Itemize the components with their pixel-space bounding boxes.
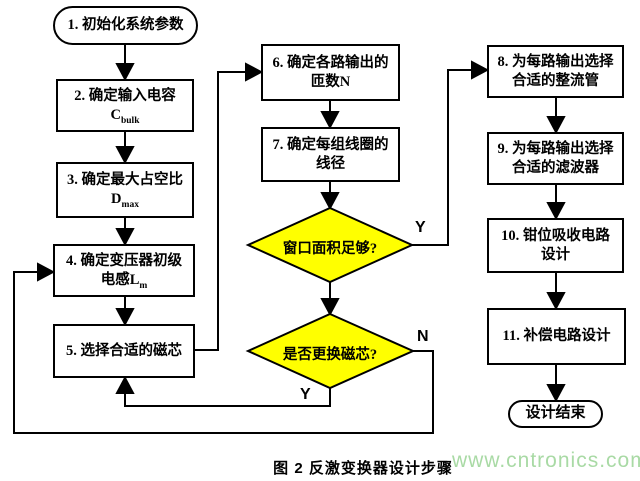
start-label: 1. 初始化系统参数 xyxy=(67,17,184,34)
step6-line1: 6. 确定各路输出的 xyxy=(272,54,389,71)
edge-step9-to-step10 xyxy=(546,185,566,221)
edge-decision2-yes-to-step5 xyxy=(115,375,331,407)
edge-step3-to-step4 xyxy=(115,218,135,247)
step8-line1: 8. 为每路输出选择 xyxy=(497,53,614,70)
decision1-yes-label: Y xyxy=(415,219,426,236)
step9-line1: 9. 为每路输出选择 xyxy=(497,140,614,157)
step10-line2: 设计 xyxy=(541,246,570,263)
step3-line2: Dmax xyxy=(111,191,139,210)
edge-step5-to-step6 xyxy=(195,62,264,351)
step6-box: 6. 确定各路输出的 匝数N xyxy=(261,44,400,101)
step4-line1: 4. 确定变压器初级 xyxy=(66,252,182,269)
step4-line2: 电感Lm xyxy=(100,271,148,291)
step8-line2: 合适的整流管 xyxy=(512,72,599,89)
step2-box: 2. 确定输入电容 Cbulk xyxy=(56,79,194,132)
step9-line2: 合适的滤波器 xyxy=(512,159,599,176)
decision1-label: 窗口面积足够? xyxy=(282,241,378,257)
edge-decision1-to-decision2 xyxy=(320,282,340,317)
end-label: 设计结束 xyxy=(525,405,586,422)
step4-box: 4. 确定变压器初级 电感Lm xyxy=(53,244,195,297)
start-terminator: 1. 初始化系统参数 xyxy=(53,6,198,45)
decision1-shape xyxy=(245,206,415,284)
step2-line2: Cbulk xyxy=(110,106,140,126)
edge-step4-to-step5 xyxy=(115,297,135,327)
decision2-no-label: N xyxy=(417,328,429,345)
step3-line1: 3. 确定最大占空比 xyxy=(67,172,183,189)
step11-box: 11. 补偿电路设计 xyxy=(487,308,626,365)
edge-step10-to-step11 xyxy=(546,273,566,311)
edge-step8-to-step9 xyxy=(546,98,566,135)
decision2-shape xyxy=(245,312,416,390)
step8-box: 8. 为每路输出选择 合适的整流管 xyxy=(487,45,624,98)
step7-box: 7. 确定每组线圈的 线径 xyxy=(261,127,400,182)
step6-line2: 匝数N xyxy=(310,73,351,90)
edge-step2-to-step3 xyxy=(115,132,135,165)
step2-line1: 2. 确定输入电容 xyxy=(74,87,176,104)
edge-step11-to-end xyxy=(546,365,566,403)
step5-box: 5. 选择合适的磁芯 xyxy=(53,324,195,378)
step9-box: 9. 为每路输出选择 合适的滤波器 xyxy=(487,132,624,185)
decision2-label: 是否更换磁芯? xyxy=(282,347,378,363)
edge-start-to-step2 xyxy=(115,45,135,82)
edge-step7-to-decision1 xyxy=(320,182,340,211)
figure-caption: 图 2 反激变换器设计步骤 xyxy=(273,460,453,477)
edge-decision2-no-to-step4 xyxy=(13,262,434,434)
edge-decision1-yes-to-step8 xyxy=(412,60,490,246)
step7-line2: 线径 xyxy=(316,155,345,172)
step7-line1: 7. 确定每组线圈的 xyxy=(272,136,389,153)
end-terminator: 设计结束 xyxy=(508,400,603,428)
step10-line1: 10. 钳位吸收电路 xyxy=(501,227,610,244)
step11-line1: 11. 补偿电路设计 xyxy=(502,328,611,345)
watermark-text: www.cntronics.com xyxy=(452,449,640,472)
step10-box: 10. 钳位吸收电路 设计 xyxy=(487,218,624,273)
edge-step6-to-step7 xyxy=(320,101,340,130)
step3-box: 3. 确定最大占空比 Dmax xyxy=(56,162,194,218)
decision2-yes-label: Y xyxy=(300,386,311,403)
step5-line1: 5. 选择合适的磁芯 xyxy=(66,342,182,359)
